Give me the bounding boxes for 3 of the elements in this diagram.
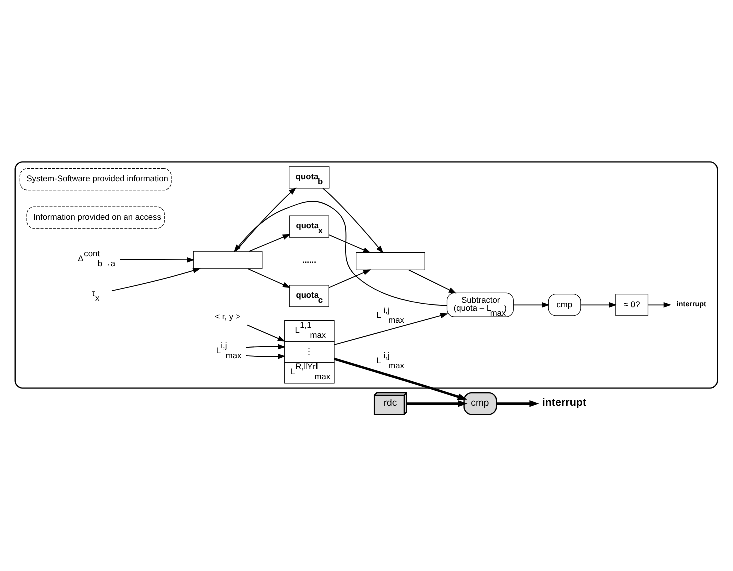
node-text: interrupt [542,396,587,408]
node-text: < r, y > [215,310,241,321]
label: ...... [302,254,316,265]
